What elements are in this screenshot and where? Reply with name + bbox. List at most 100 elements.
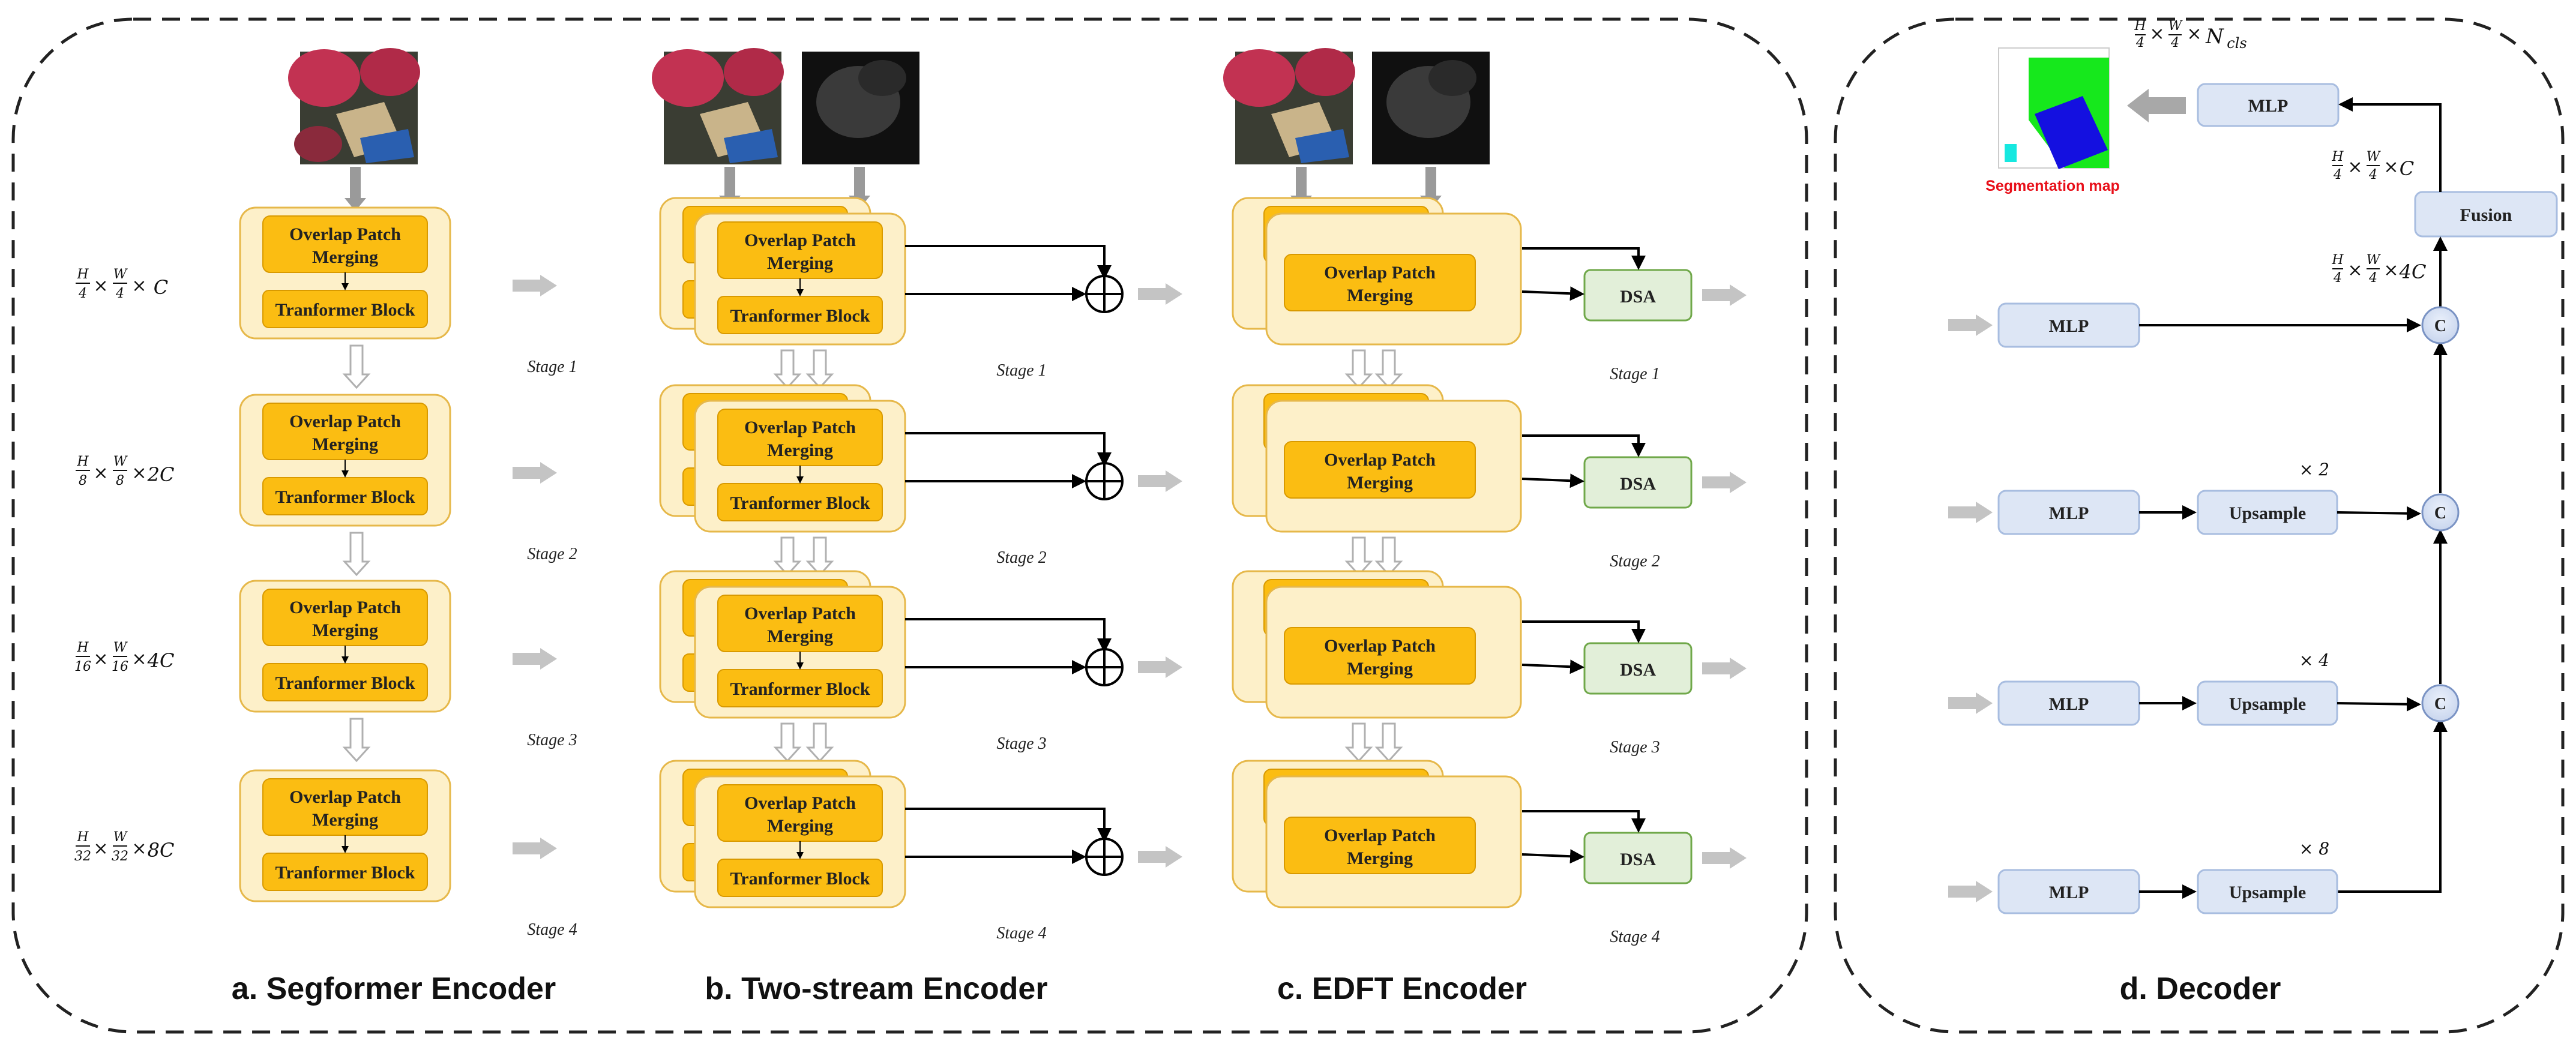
down-arrow [1374,536,1403,577]
dim-hd: 32 [74,849,91,864]
output-arrow [1702,284,1747,306]
down-arrow [1344,349,1373,389]
input-arrow [345,167,366,211]
overlap-label: Merging [1347,473,1413,493]
overlap-label: Overlap Patch [289,224,401,244]
overlap-label: Merging [312,247,378,267]
transformer-label: Tranformer Block [275,487,415,507]
overlap-label: Merging [767,816,833,836]
stage-label: Stage 3 [1610,738,1660,757]
dim-channels: C [154,276,168,299]
down-arrow [805,536,834,577]
overlap-label: Merging [767,626,833,646]
circled-plus-icon [1085,275,1124,313]
overlap-label: Overlap Patch [289,598,401,617]
mlp-box: MLP [1997,680,2140,726]
overlap-patch-merging [1284,817,1476,874]
transformer-label: Tranformer Block [275,673,415,693]
aerial-rgb-image [652,48,784,164]
dim-times: × [93,838,108,859]
concat-label: C [2434,695,2446,713]
overlap-label: Overlap Patch [1324,826,1436,845]
output-arrow [2127,89,2186,122]
stage-label: Stage 4 [996,924,1046,943]
output-arrow [1138,470,1182,492]
overlap-label: Merging [312,620,378,640]
svg-text:×: × [2347,157,2362,178]
circled-plus-icon [1085,648,1124,686]
dim-h: H [76,830,89,845]
dim-h: H [76,267,89,282]
overlap-label: Merging [767,440,833,460]
transformer-label: Tranformer Block [275,863,415,883]
overlap-label: Overlap Patch [289,787,401,807]
stage-label: Stage 1 [1610,365,1660,383]
decoder: Segmentation map MLP 4 H × W 4 × N cls H… [1948,19,2558,914]
dim-times: × [93,275,108,296]
down-arrow [1344,722,1373,763]
transformer-label: Tranformer Block [730,679,870,699]
dim-wd: 8 [116,473,124,488]
down-arrow [342,344,371,389]
svg-text:×: × [2186,23,2201,44]
dim-channels: 2C [147,463,175,486]
aerial-rgb-image [1223,48,1355,164]
concat-node: C [2421,684,2460,722]
transformer-block [262,290,428,328]
stage-label: Stage 1 [996,361,1046,380]
dim-times: × [93,463,108,484]
dsa-box [1583,642,1693,695]
overlap-label: Overlap Patch [1324,636,1436,656]
fusion-box: Fusion [2414,191,2558,238]
dim-h: H [76,640,89,655]
overlap-label: Overlap Patch [744,230,856,250]
stage-label: Stage 2 [996,548,1046,567]
transformer-label: Tranformer Block [730,493,870,513]
output-arrow [1948,692,1993,714]
stage-label: Stage 2 [527,545,577,563]
dsa-label: DSA [1620,474,1656,494]
mlp-label: MLP [2049,883,2089,902]
depth-map-image [802,52,919,164]
concat-dim: H 4 × W 4 × 4C [2331,253,2426,286]
svg-text:W: W [2367,253,2382,268]
output-arrow [1702,658,1747,679]
concat-node: C [2421,306,2460,344]
dim-hd: 16 [74,659,91,674]
output-arrow [513,462,557,484]
decoder-panel [1834,17,2565,1034]
svg-text:×: × [2383,260,2398,281]
upsample-box: Upsample [2197,490,2338,535]
down-arrow [1344,536,1373,577]
circled-plus-icon [1085,838,1124,876]
mlp-label: MLP [2049,694,2089,714]
concat-node: C [2421,493,2460,532]
aerial-rgb-image [288,48,420,164]
dimension-label: H4×W4×C [76,267,168,301]
svg-text:H: H [2331,253,2344,268]
svg-text:MLP: MLP [2248,96,2289,116]
dim-channels: 4C [147,649,175,672]
transformer-block [262,663,428,701]
dim-h: H [76,454,89,469]
mlp-label: MLP [2049,503,2089,523]
down-arrow [805,349,834,389]
dim-times: × [131,275,146,296]
upscale-factor: × 4 [2299,650,2329,670]
down-arrow [342,532,371,577]
dim-w: W [113,454,128,469]
svg-text:Fusion: Fusion [2460,205,2512,225]
output-arrow [1138,846,1182,868]
segmentation-map-label: Segmentation map [1985,178,2120,194]
dim-w: W [113,267,128,282]
upsample-box: Upsample [2197,869,2338,914]
stage-label: Stage 4 [527,920,577,939]
svg-text:×: × [2149,23,2164,44]
upscale-factor: × 8 [2299,839,2329,859]
dim-wd: 16 [112,659,128,674]
overlap-patch-merging [1284,441,1476,499]
dim-hd: 8 [79,473,87,488]
